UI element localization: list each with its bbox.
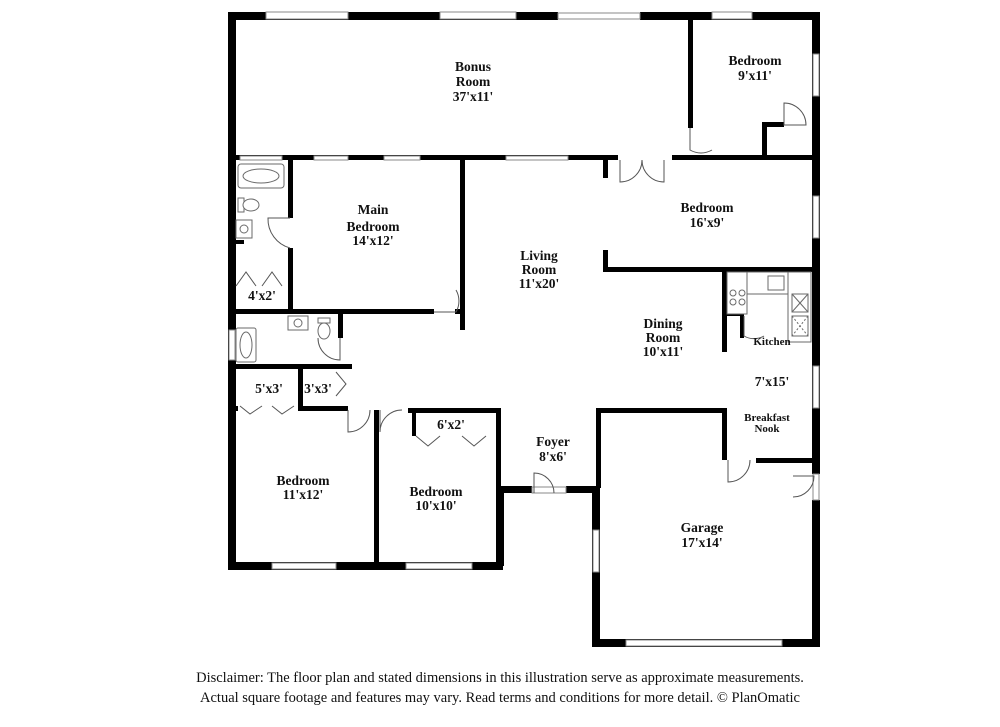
foyer-dims: 8'x6' bbox=[539, 449, 567, 464]
living-room-name-2: Room bbox=[522, 262, 557, 277]
dining-room-name-1: Dining bbox=[643, 316, 682, 331]
main-bedroom-name-2: Bedroom bbox=[347, 219, 401, 234]
sink-icon bbox=[767, 275, 785, 291]
bedroom-ne-dims: 9'x11' bbox=[738, 68, 772, 83]
bonus-room-name-1: Bonus bbox=[455, 59, 491, 74]
bedroom-e-dims: 16'x9' bbox=[690, 215, 725, 230]
bonus-room-dims: 37'x11' bbox=[453, 89, 494, 104]
toilet-icon bbox=[317, 322, 331, 340]
closet-5x3-dims: 5'x3' bbox=[255, 381, 283, 396]
garage-name: Garage bbox=[681, 520, 724, 535]
disclaimer-line-2: Actual square footage and features may v… bbox=[200, 690, 800, 706]
walls bbox=[228, 12, 820, 647]
bedroom-e-name: Bedroom bbox=[681, 200, 735, 215]
closet-4x2-dims: 4'x2' bbox=[248, 288, 276, 303]
closet-3x3-dims: 3'x3' bbox=[304, 381, 332, 396]
main-bedroom-name-1: Main bbox=[358, 202, 389, 217]
living-room-dims: 11'x20' bbox=[519, 276, 560, 291]
bedroom-s-name: Bedroom bbox=[410, 484, 464, 499]
toilet-icon bbox=[242, 198, 260, 212]
disclaimer-line-1: Disclaimer: The floor plan and stated di… bbox=[196, 670, 804, 686]
main-bedroom-dims: 14'x12' bbox=[352, 233, 393, 248]
stove-icon bbox=[729, 289, 737, 297]
bedroom-s-dims: 10'x10' bbox=[415, 498, 456, 513]
breakfast-nook-dims: 7'x15' bbox=[755, 374, 790, 389]
closet-6x2-dims: 6'x2' bbox=[437, 417, 465, 432]
disclaimer: Disclaimer: The floor plan and stated di… bbox=[0, 668, 1000, 708]
breakfast-nook-name-1: Breakfast bbox=[744, 412, 790, 424]
bonus-room-name-2: Room bbox=[456, 74, 491, 89]
fixtures bbox=[235, 163, 812, 363]
breakfast-nook-name-2: Nook bbox=[754, 423, 780, 435]
kitchen-name: Kitchen bbox=[753, 336, 790, 348]
bedroom-sw-dims: 11'x12' bbox=[283, 487, 324, 502]
windows bbox=[228, 11, 820, 647]
foyer-name: Foyer bbox=[536, 434, 570, 449]
room-labels: Bonus Room 37'x11' Bedroom 9'x11' Bedroo… bbox=[248, 53, 791, 550]
dining-room-name-2: Room bbox=[646, 330, 681, 345]
bedroom-sw-name: Bedroom bbox=[277, 473, 331, 488]
bedroom-ne-name: Bedroom bbox=[729, 53, 783, 68]
doors bbox=[235, 102, 815, 498]
living-room-name-1: Living bbox=[520, 248, 558, 263]
dining-room-dims: 10'x11' bbox=[643, 344, 684, 359]
garage-dims: 17'x14' bbox=[681, 535, 722, 550]
